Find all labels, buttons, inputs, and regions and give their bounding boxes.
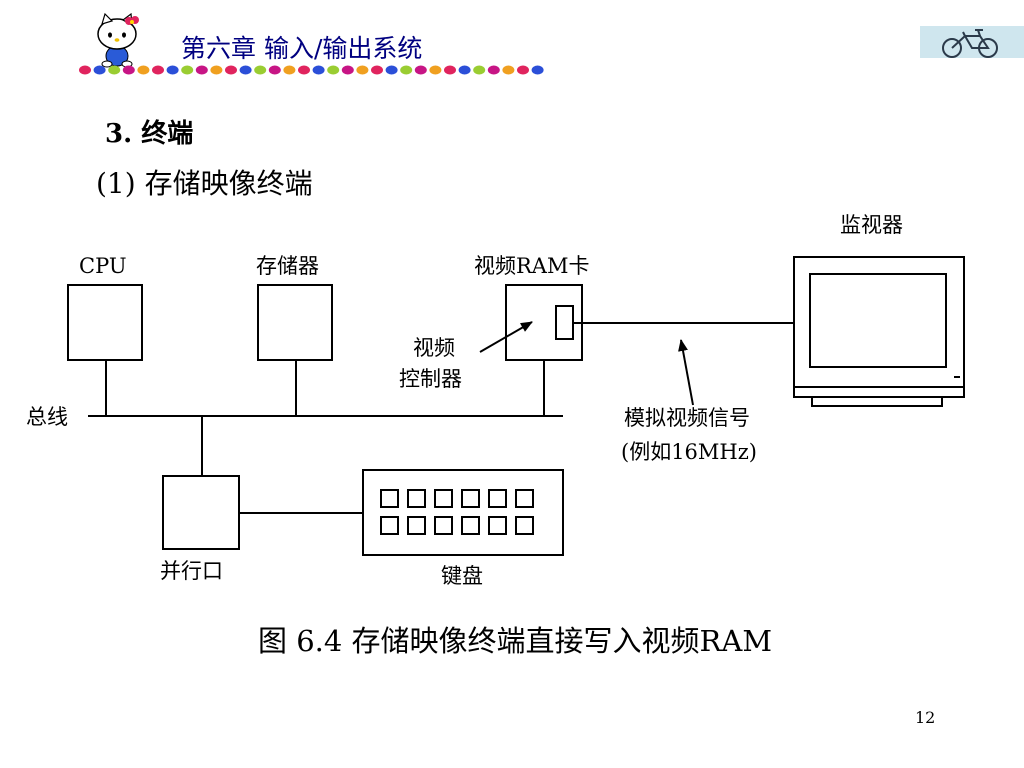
monitor-icon [793, 256, 965, 407]
keyboard-label: 键盘 [441, 564, 483, 588]
analog-signal-label-line1: 模拟视频信号 [624, 406, 750, 430]
decorative-dot [298, 65, 310, 75]
parallel-port-label: 并行口 [160, 559, 223, 583]
decorative-dot [531, 65, 544, 75]
decorative-dot [79, 65, 91, 75]
bicycle-icon [920, 26, 1024, 58]
keyboard-key [488, 489, 507, 508]
subsection-heading: (1) 存储映像终端 [96, 167, 313, 200]
keyboard-key [407, 489, 426, 508]
decorative-dot [181, 65, 194, 75]
bus-label: 总线 [26, 405, 68, 429]
decorative-dot [312, 65, 325, 75]
decorative-dot [356, 65, 369, 75]
decorative-dot [444, 65, 456, 75]
keyboard-key [461, 489, 480, 508]
keyboard-key [434, 516, 453, 535]
keyboard-key [515, 489, 534, 508]
decorative-dot [254, 65, 267, 75]
keyboard-key [380, 516, 399, 535]
decorative-dot [341, 65, 354, 75]
decorative-dot [195, 65, 208, 75]
parallel-port-box [162, 475, 240, 550]
decorative-dot [385, 65, 398, 75]
decorative-dot [327, 65, 340, 75]
keyboard-key [461, 516, 480, 535]
video-controller-chip [555, 305, 574, 340]
cpu-label: CPU [79, 254, 127, 278]
decorative-dot [210, 65, 223, 75]
video-controller-label-line2: 控制器 [399, 367, 462, 391]
decorative-dot [268, 65, 281, 75]
keyboard-key [434, 489, 453, 508]
cpu-box [67, 284, 143, 361]
decorative-dot [371, 65, 383, 75]
decorative-dot [414, 65, 427, 75]
decorative-dot [400, 65, 413, 75]
chapter-title: 第六章 输入/输出系统 [181, 34, 423, 63]
video-controller-label-line1: 视频 [413, 336, 455, 360]
decorative-dot [108, 65, 121, 75]
decorative-dot [458, 65, 471, 75]
decorative-dot [283, 65, 296, 75]
decorative-dot [473, 65, 486, 75]
keyboard-key [488, 516, 507, 535]
page-number: 12 [915, 708, 936, 727]
hello-kitty-mascot-icon [97, 12, 139, 68]
keyboard-key [380, 489, 399, 508]
analog-signal-label-line2: (例如16MHz) [621, 440, 757, 464]
decorative-dot [517, 65, 529, 75]
analog-signal-arrow [678, 339, 694, 406]
video-controller-arrow [479, 321, 533, 353]
decorative-dot [502, 65, 515, 75]
decorative-dot [152, 65, 164, 75]
memory-label: 存储器 [256, 254, 319, 278]
decorative-dot [225, 65, 237, 75]
decorative-dot [239, 65, 252, 75]
figure-caption: 图 6.4 存储映像终端直接写入视频RAM [258, 624, 773, 658]
section-heading: 3. 终端 [105, 119, 194, 149]
keyboard-icon [362, 469, 564, 556]
decorative-dot [166, 65, 179, 75]
memory-box [257, 284, 333, 361]
keyboard-key [515, 516, 534, 535]
keyboard-key [407, 516, 426, 535]
decorative-dot [429, 65, 442, 75]
video-ram-card-label: 视频RAM卡 [474, 254, 589, 278]
decorative-dot [93, 65, 106, 75]
decorative-dot [487, 65, 500, 75]
decorative-dot-row [79, 65, 544, 75]
decorative-dot [122, 65, 135, 75]
monitor-label: 监视器 [840, 213, 903, 237]
decorative-dot [137, 65, 150, 75]
